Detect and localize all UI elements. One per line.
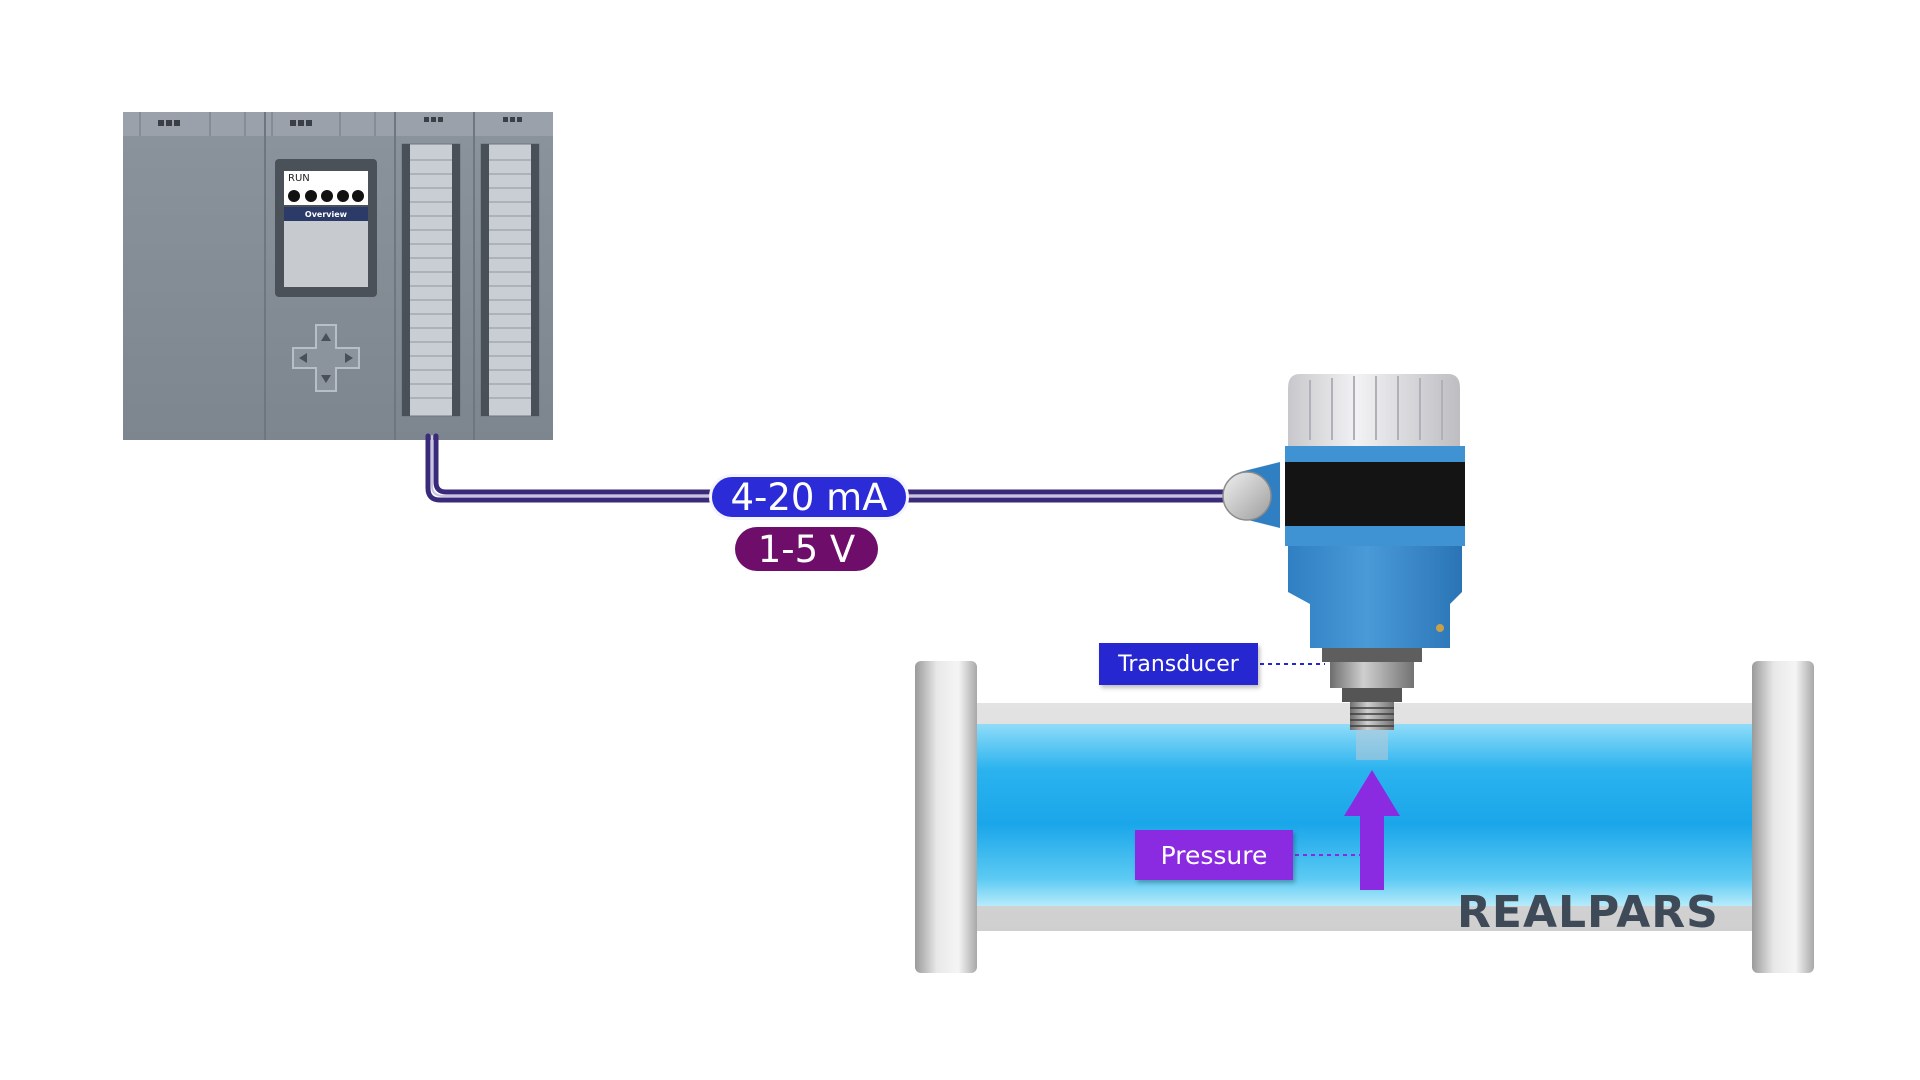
- voltage-signal-badge: 1-5 V: [735, 527, 878, 571]
- plc-display-screen: [284, 221, 368, 287]
- plc-display-status: RUN: [288, 173, 310, 184]
- plc-display-menu-bar: [284, 207, 368, 221]
- plc-display-icons: [288, 190, 364, 202]
- dpad-icon: [292, 324, 360, 392]
- brand-logo: REALPARS: [1457, 887, 1719, 938]
- transducer-label: Transducer: [1099, 643, 1258, 685]
- plc-io-module-1: [401, 143, 461, 417]
- callout-leaders: [1260, 663, 1362, 856]
- plc-top-segments: [139, 112, 376, 136]
- plc-rack: [123, 112, 553, 440]
- plc-status-leds: [158, 117, 522, 126]
- plc-display-menu: Overview: [304, 210, 348, 219]
- pipe-flange-left: [915, 661, 977, 973]
- arrow-up-icon: [1344, 770, 1400, 890]
- current-signal-badge: 4-20 mA: [709, 474, 909, 520]
- transmitter-neck: [1322, 648, 1422, 662]
- transmitter-thread-top: [1342, 688, 1402, 702]
- pressure-label: Pressure: [1135, 830, 1293, 880]
- transmitter-lower-collar: [1285, 526, 1465, 546]
- plc-display-header: [284, 171, 368, 187]
- transmitter-thread-lines: [1350, 707, 1394, 727]
- transmitter-hex: [1330, 662, 1414, 688]
- pipe-flange-right: [1752, 661, 1814, 973]
- transmitter-cap: [1288, 374, 1460, 446]
- transmitter-cable-gland: [1222, 471, 1272, 521]
- plc-top-strip: [123, 112, 553, 136]
- transmitter-sensor-tip: [1356, 730, 1388, 760]
- transmitter-band: [1285, 462, 1465, 528]
- transmitter-cap-ridges: [1309, 376, 1443, 440]
- signal-wire: [425, 433, 1228, 503]
- transmitter-body: [1288, 546, 1462, 648]
- transmitter-screw: [1436, 624, 1444, 632]
- pressure-transmitter: [1222, 374, 1465, 760]
- transmitter-collar: [1285, 446, 1465, 464]
- plc-io-module-2: [480, 143, 540, 417]
